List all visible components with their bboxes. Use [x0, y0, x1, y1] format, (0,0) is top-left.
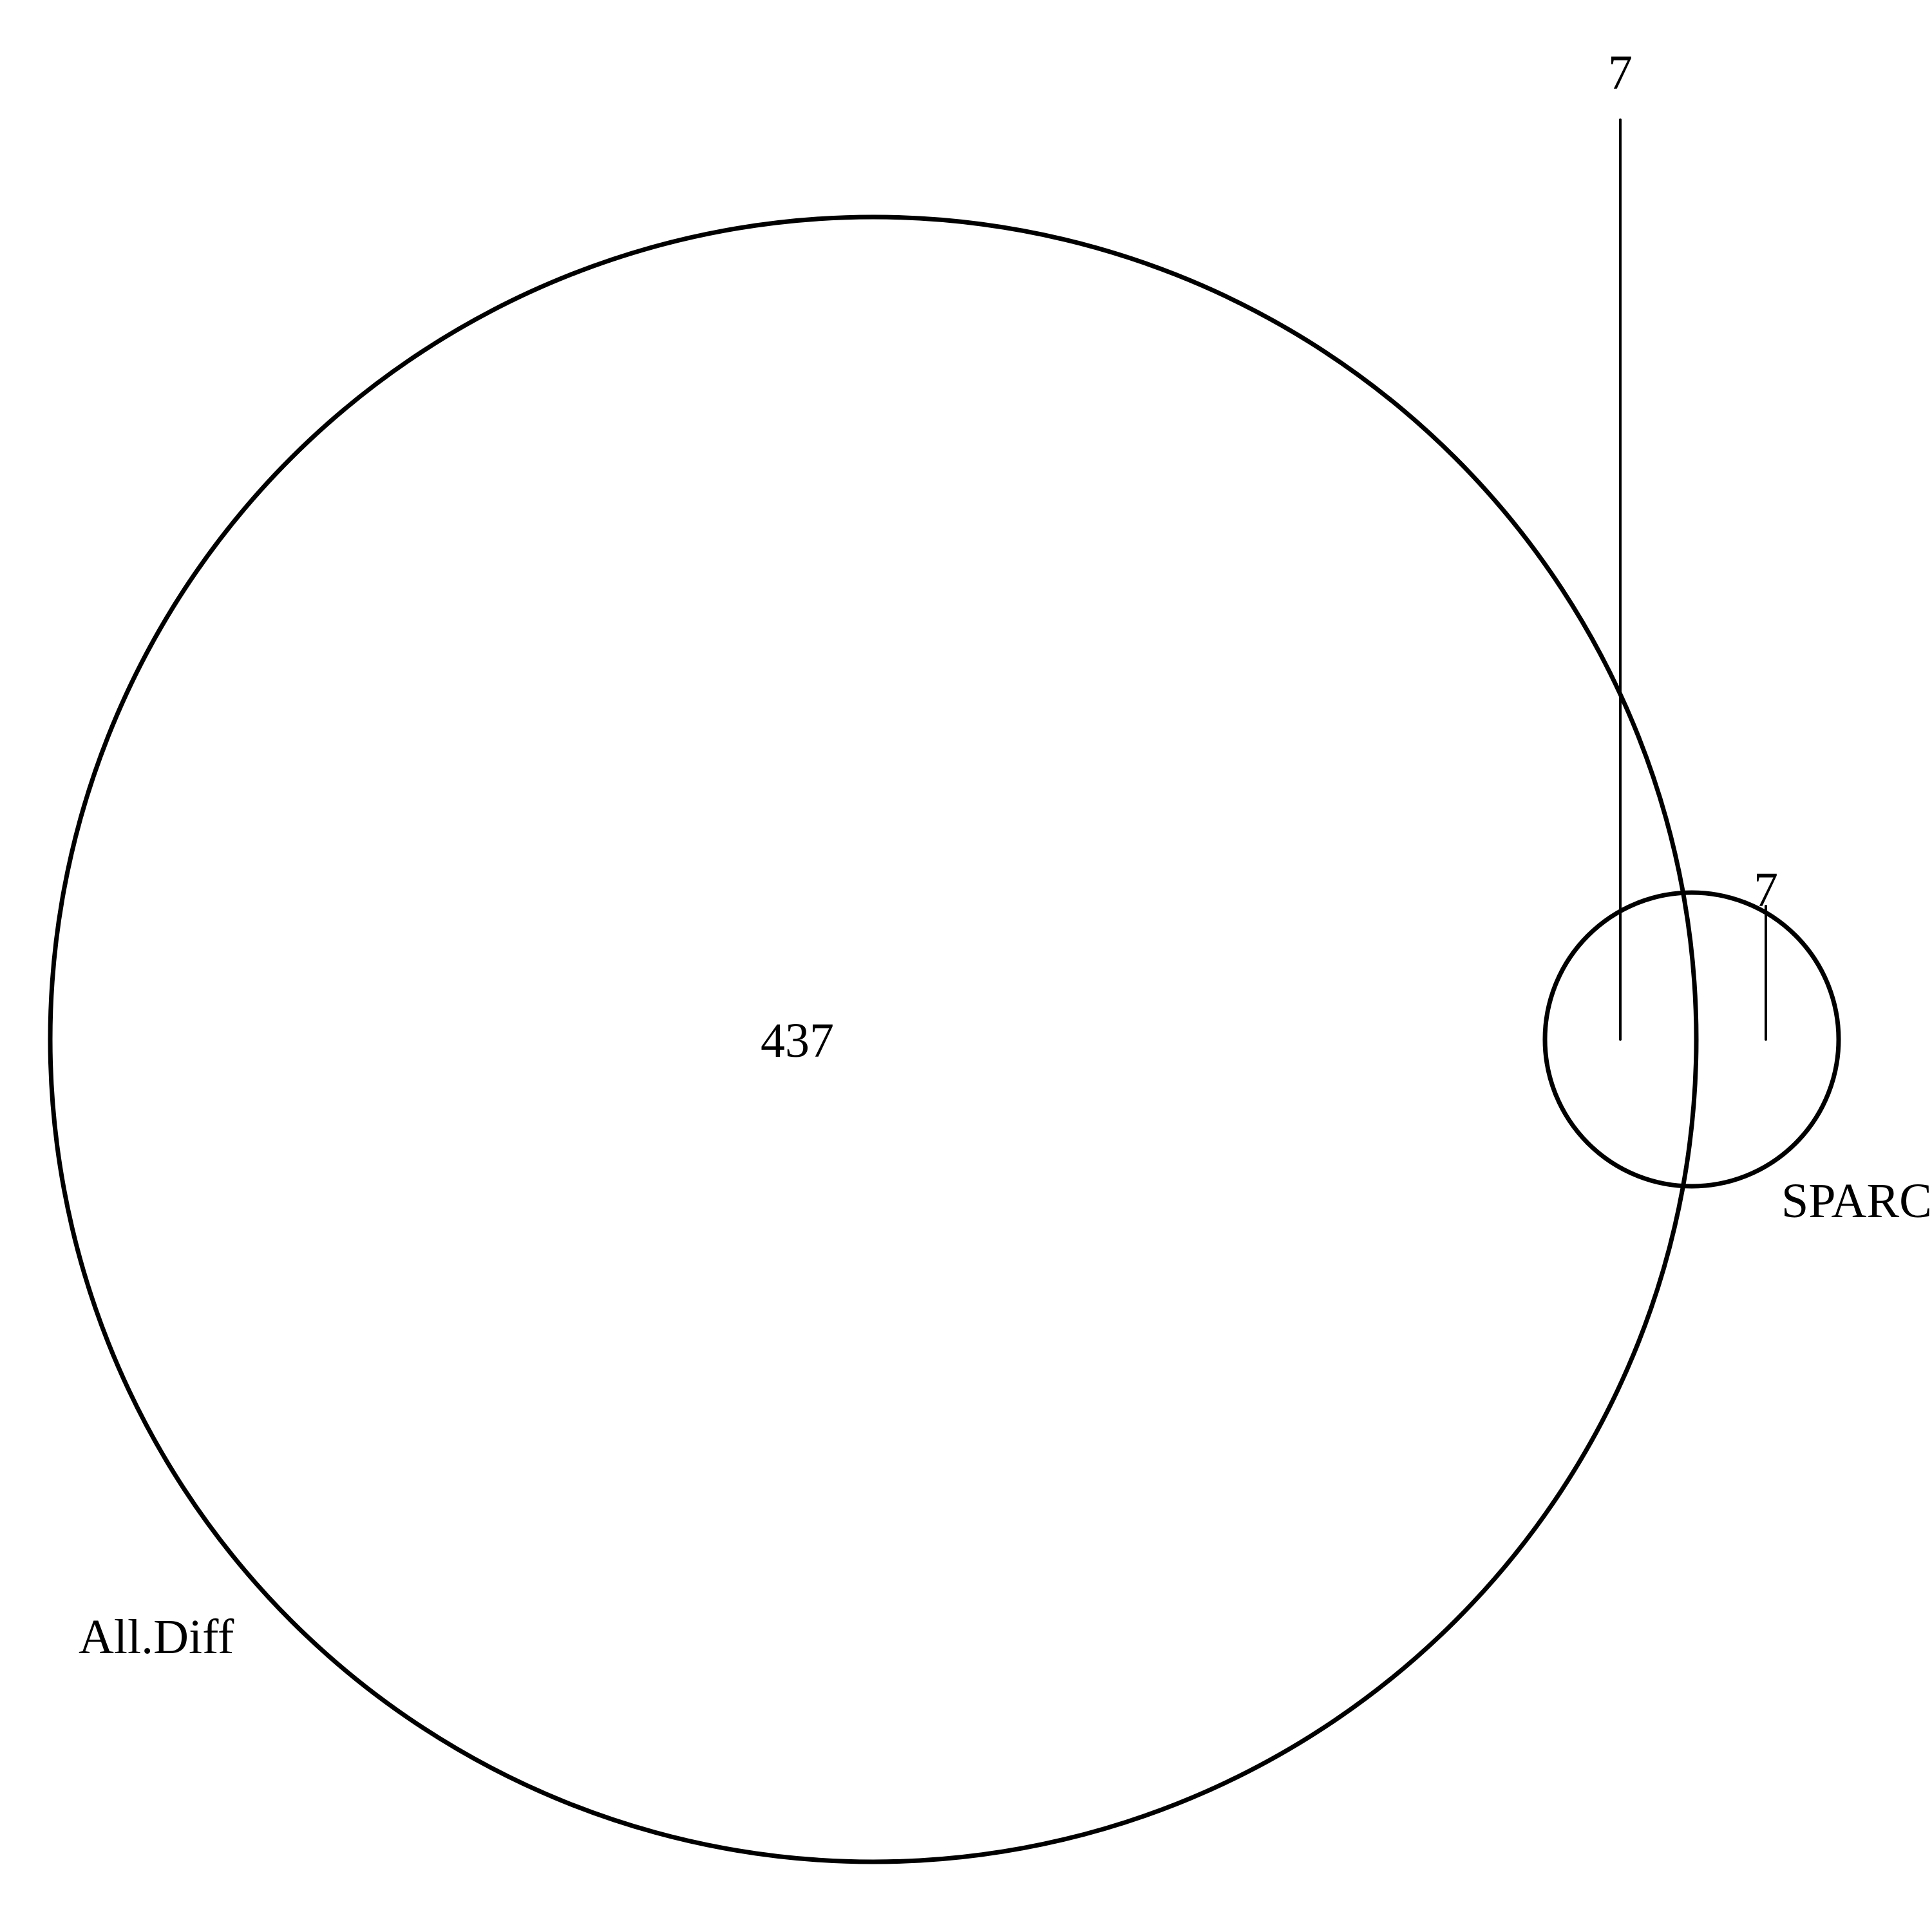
set-label-sparc: SPARC [1781, 1174, 1932, 1228]
set-label-all-diff: All.Diff [79, 1610, 234, 1664]
intersection-count: 7 [1608, 46, 1633, 100]
set-circle-all-diff [48, 214, 1699, 1864]
sparc-only-count: 7 [1754, 863, 1778, 917]
set-circle-sparc [1542, 890, 1841, 1189]
all-diff-only-count: 437 [761, 1014, 834, 1068]
